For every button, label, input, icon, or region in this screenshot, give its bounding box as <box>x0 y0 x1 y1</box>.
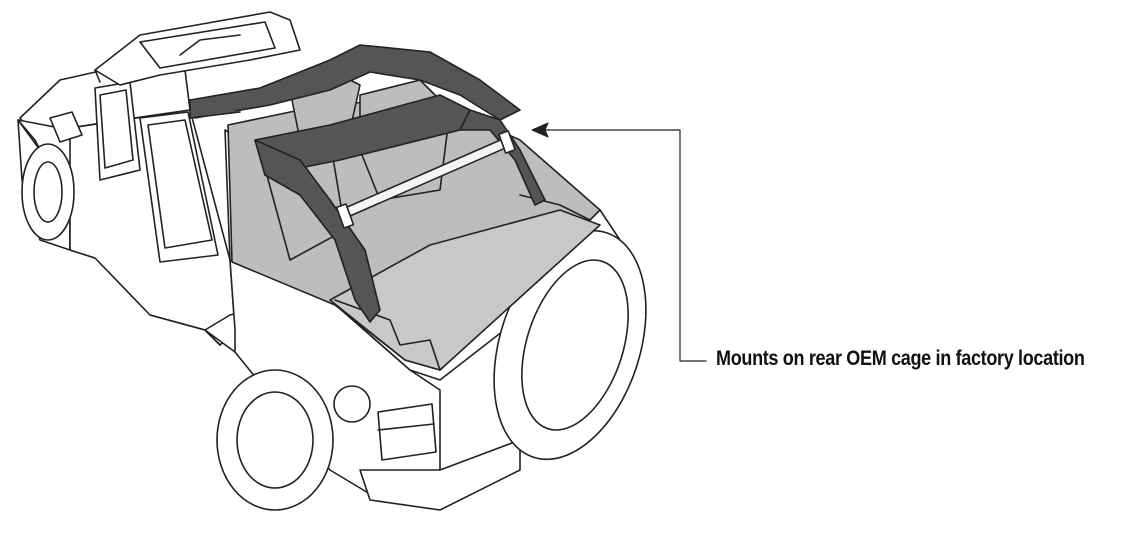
front-wheel <box>21 143 75 241</box>
callout-leader <box>531 122 707 362</box>
spare-tire <box>493 229 647 461</box>
front-roll-bar <box>94 11 301 86</box>
rear-light-bar <box>335 130 516 229</box>
rear-wheel <box>216 369 334 511</box>
roll-cage-cover <box>189 44 546 323</box>
callout-label: Mounts on rear OEM cage in factory locat… <box>716 347 1085 370</box>
arrow-left-icon <box>531 122 549 138</box>
